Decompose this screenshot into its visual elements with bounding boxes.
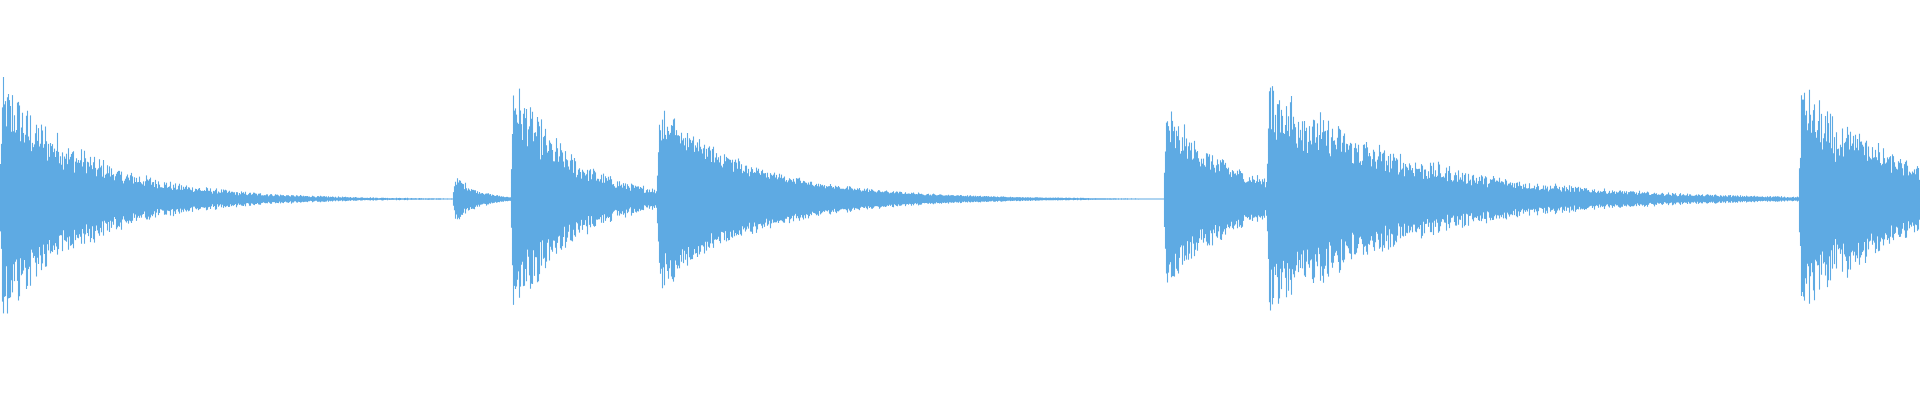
waveform-samples xyxy=(0,77,1920,314)
waveform-envelope xyxy=(0,77,1920,314)
